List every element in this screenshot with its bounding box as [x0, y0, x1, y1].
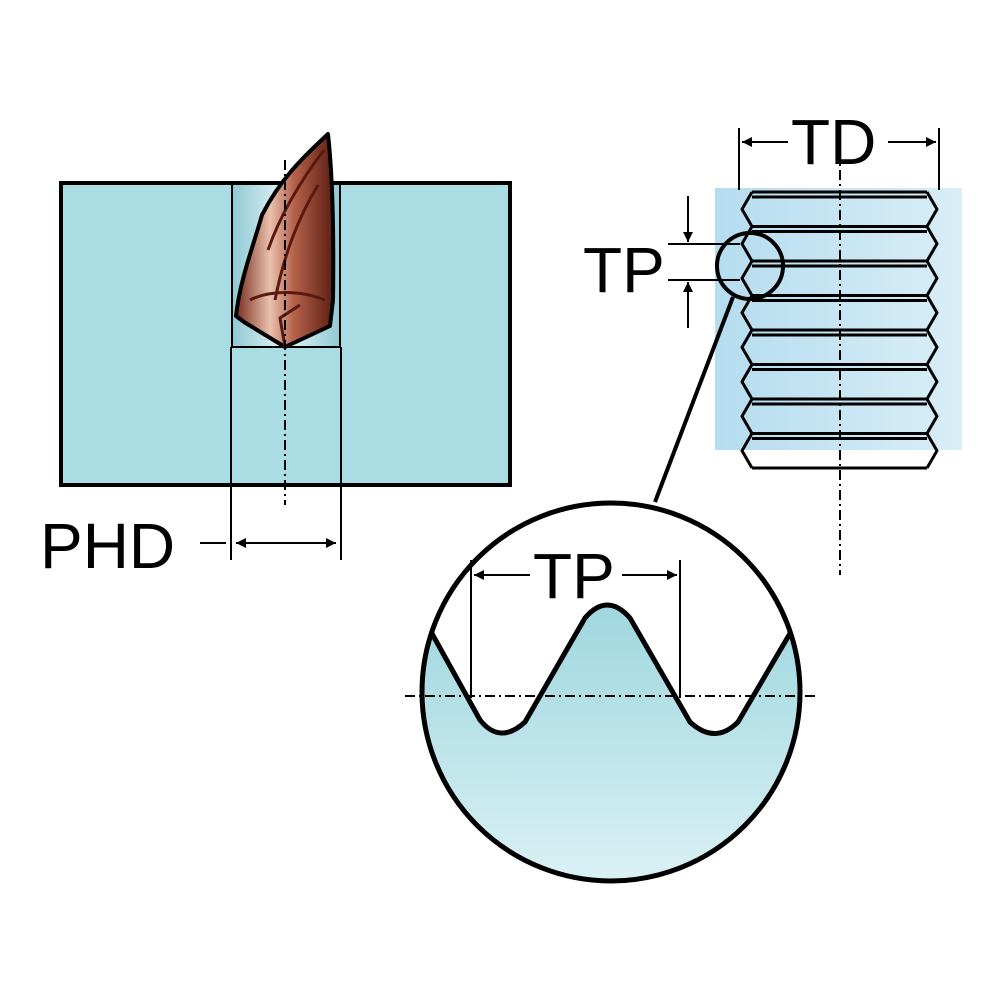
thread-detail-profile	[422, 605, 800, 881]
phd-label: PHD	[40, 510, 175, 582]
tp-label: TP	[583, 234, 665, 306]
thread-section: TD TP	[583, 106, 962, 575]
magnifier-circle	[715, 231, 785, 301]
thread-detail-view: TP	[405, 500, 815, 884]
magnifier-leader-line	[653, 296, 735, 503]
tp-detail-label: TP	[533, 540, 615, 612]
workpiece-section: PHD	[40, 132, 512, 582]
td-label: TD	[791, 106, 876, 178]
detail-circle-outline	[419, 500, 803, 884]
